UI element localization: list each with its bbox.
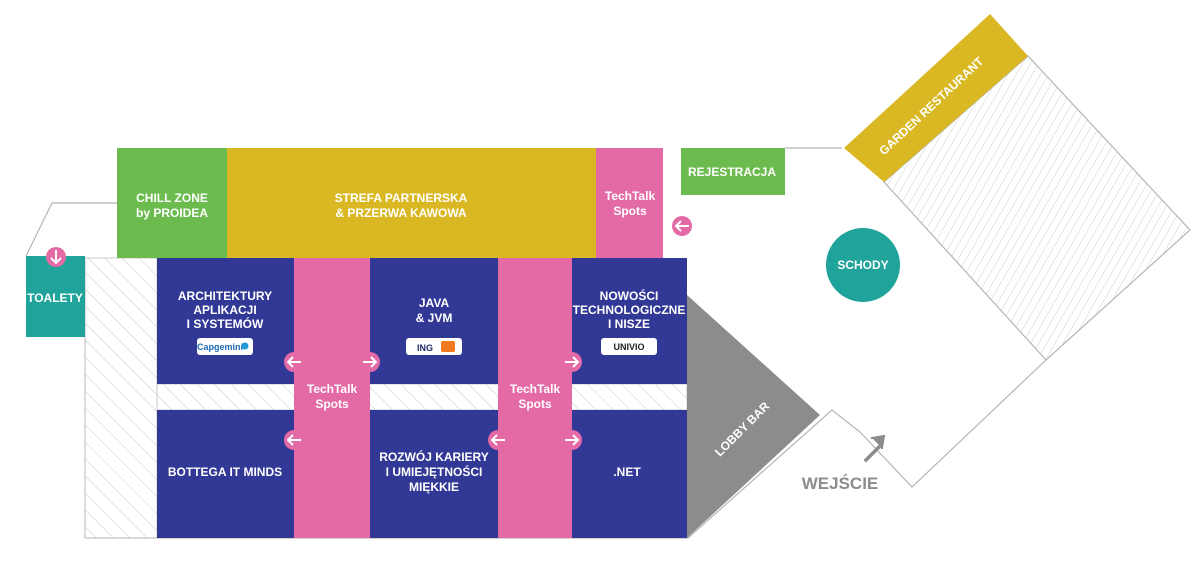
room-bottega[interactable]: BOTTEGA IT MINDS bbox=[157, 410, 294, 538]
arrow-left-icon bbox=[284, 352, 304, 372]
capgemini-logo: Capgemini bbox=[197, 338, 253, 355]
registration-zone[interactable]: REJESTRACJA bbox=[681, 148, 785, 195]
techtalk-left-line1: TechTalk bbox=[307, 382, 358, 396]
room-java-line2: & JVM bbox=[416, 311, 453, 325]
room-new-tech-line1: NOWOŚCI bbox=[600, 288, 659, 303]
arrow-right-icon bbox=[360, 352, 380, 372]
partner-zone[interactable]: STREFA PARTNERSKA& PRZERWA KAWOWA bbox=[227, 148, 596, 258]
room-career-line3: MIĘKKIE bbox=[409, 480, 459, 494]
arrow-left-icon bbox=[488, 430, 508, 450]
registration-label: REJESTRACJA bbox=[688, 165, 776, 179]
arrow-down-icon bbox=[46, 247, 66, 267]
ing-logo: ING bbox=[406, 338, 462, 355]
lobby-bar-zone[interactable]: LOBBY BAR bbox=[687, 295, 820, 538]
room-bottega-label: BOTTEGA IT MINDS bbox=[168, 465, 282, 479]
room-dotnet-label: .NET bbox=[613, 465, 641, 479]
chill-zone-line2: by PROIDEA bbox=[136, 206, 208, 220]
univio-logo-text: UNIVIO bbox=[613, 342, 644, 352]
svg-text:STREFA PARTNERSKA& PRZERWA KAW: STREFA PARTNERSKA& PRZERWA KAWOWA bbox=[335, 191, 468, 220]
arrow-left-icon bbox=[284, 430, 304, 450]
arrow-right-icon bbox=[562, 352, 582, 372]
room-new-tech-line2: TECHNOLOGICZNE bbox=[573, 303, 686, 317]
partner-zone-line2: & PRZERWA KAWOWA bbox=[335, 206, 467, 220]
techtalk-top-line1: TechTalk bbox=[605, 189, 656, 203]
entrance-label: WEJŚCIE bbox=[802, 474, 879, 493]
entrance[interactable]: WEJŚCIE bbox=[802, 434, 886, 493]
univio-logo: UNIVIO bbox=[601, 338, 657, 355]
arrow-right-icon bbox=[562, 430, 582, 450]
svg-text:JAVA& JVM: JAVA& JVM bbox=[416, 296, 453, 325]
room-architecture-line1: ARCHITEKTURY bbox=[178, 289, 272, 303]
chill-zone-line1: CHILL ZONE bbox=[136, 191, 208, 205]
partner-zone-line1: STREFA PARTNERSKA bbox=[335, 191, 468, 205]
capgemini-logo-text: Capgemini bbox=[197, 342, 243, 352]
toilets-zone[interactable]: TOALETY bbox=[26, 256, 85, 337]
techtalk-left-line2: Spots bbox=[315, 397, 349, 411]
room-architecture-line3: I SYSTEMÓW bbox=[187, 316, 264, 331]
room-career-line1: ROZWÓJ KARIERY bbox=[379, 449, 489, 464]
room-architecture-line2: APLIKACJI bbox=[193, 303, 256, 317]
room-java[interactable]: JAVA& JVM ING bbox=[370, 258, 498, 384]
stairs-label: SCHODY bbox=[837, 258, 888, 272]
arrow-left-icon bbox=[672, 216, 692, 236]
arrow-markers bbox=[46, 216, 692, 450]
room-java-line1: JAVA bbox=[419, 296, 450, 310]
techtalk-right-line1: TechTalk bbox=[510, 382, 561, 396]
stairs-zone[interactable]: SCHODY bbox=[826, 228, 900, 302]
techtalk-top-line2: Spots bbox=[613, 204, 647, 218]
ing-logo-text: ING bbox=[417, 343, 433, 353]
techtalk-right-line2: Spots bbox=[518, 397, 552, 411]
toilets-label: TOALETY bbox=[27, 291, 83, 305]
room-career-line2: I UMIEJĘTNOŚCI bbox=[386, 464, 483, 479]
room-new-tech-line3: I NISZE bbox=[608, 317, 650, 331]
entrance-arrow-icon bbox=[863, 434, 886, 463]
room-dotnet[interactable]: .NET bbox=[572, 410, 687, 538]
